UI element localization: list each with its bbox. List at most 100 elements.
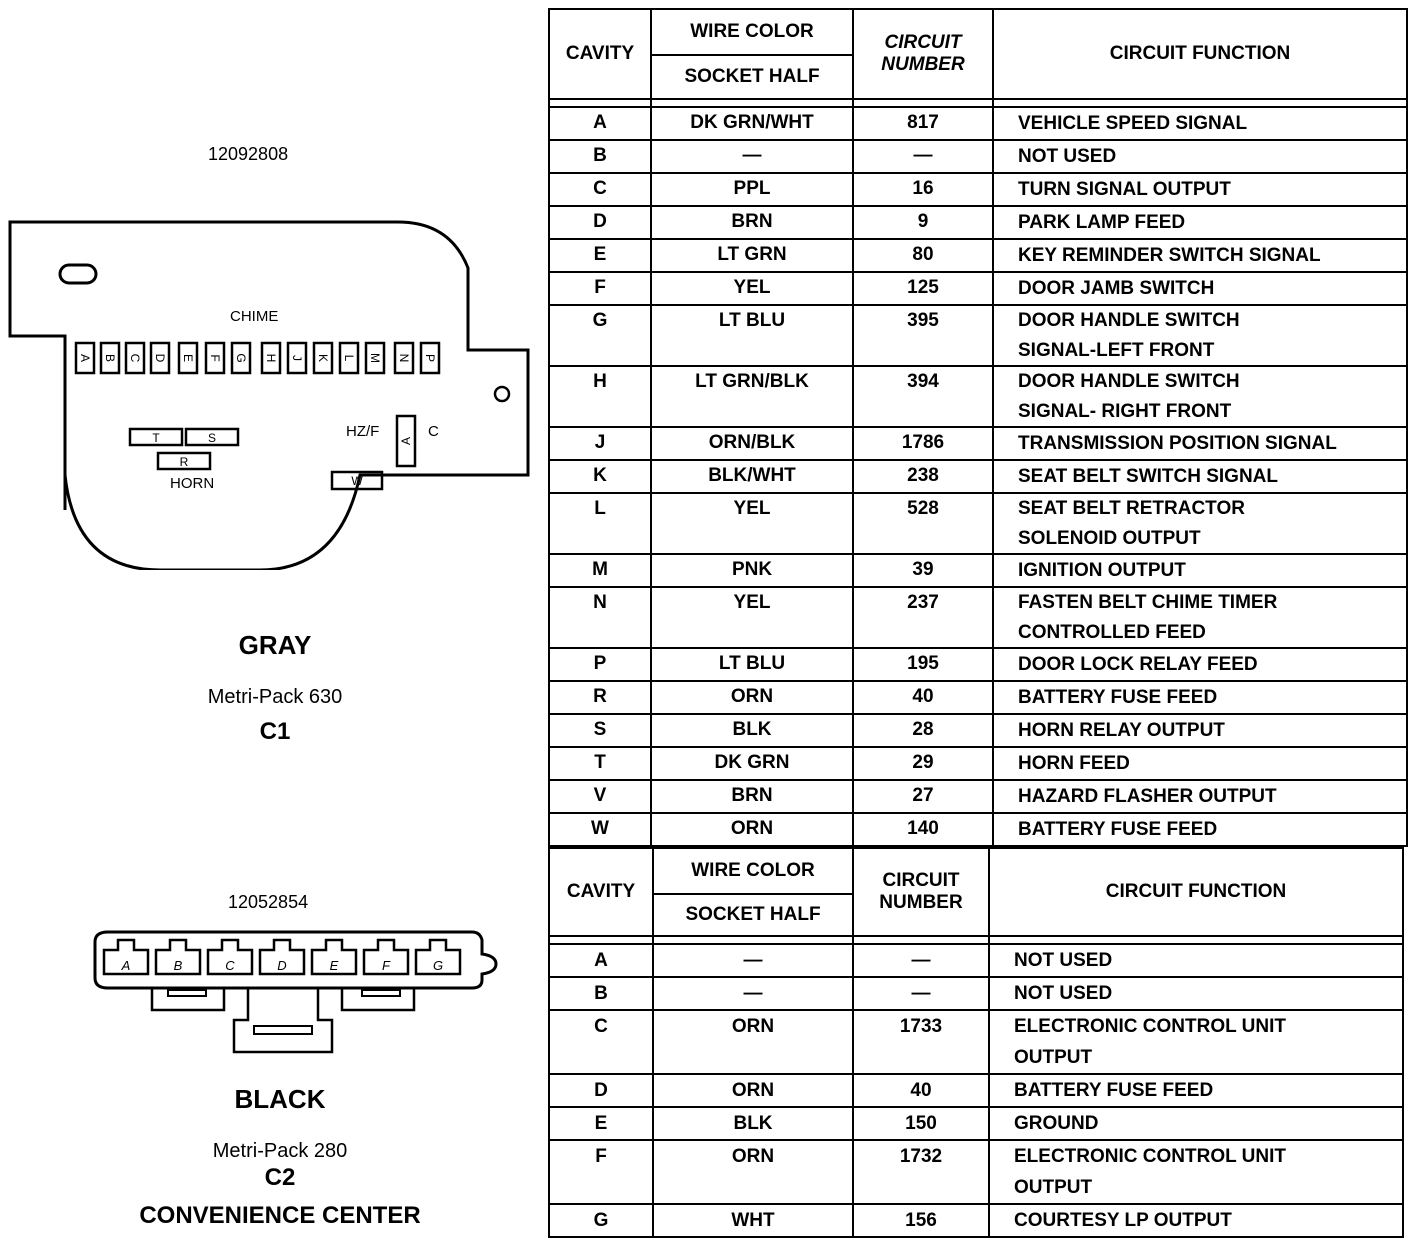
spacer-cell — [992, 98, 1408, 108]
c1-cavity-p: P — [419, 341, 441, 375]
cavity-cell: E — [548, 1106, 654, 1141]
svg-text:A: A — [78, 354, 92, 362]
spacer-cell — [652, 935, 854, 945]
wire-color-cell: — — [650, 139, 854, 174]
circuit-function-cell: NOT USED — [988, 976, 1404, 1011]
c2-cavity-b: B — [154, 938, 202, 976]
svg-text:J: J — [290, 355, 304, 361]
c1-oval-slot — [58, 263, 98, 285]
c2-cavity-a: A — [102, 938, 150, 976]
cavity-cell: W — [548, 812, 652, 847]
svg-text:B: B — [174, 958, 183, 973]
c1-cavity-e: E — [177, 341, 199, 375]
cavity-cell: D — [548, 205, 652, 240]
c1-c-label: C — [428, 423, 439, 440]
cavity-cell: L — [548, 492, 652, 555]
c2-pinout-table: CAVITY WIRE COLOR CIRCUIT NUMBER CIRCUIT… — [548, 847, 1404, 1238]
cavity-cell: F — [548, 1139, 654, 1205]
svg-text:W: W — [351, 474, 363, 488]
circuit-function-cell: IGNITION OUTPUT — [992, 553, 1408, 588]
table-row: B——NOT USED — [548, 976, 1404, 1011]
c2-metripack-label: Metri-Pack 280 — [212, 1140, 348, 1162]
wire-color-cell: LT BLU — [650, 647, 854, 682]
c2-header-circuit-number: CIRCUIT NUMBER — [852, 847, 990, 937]
wire-color-cell: ORN/BLK — [650, 426, 854, 461]
wire-color-cell: PNK — [650, 553, 854, 588]
circuit-number-cell: 39 — [852, 553, 994, 588]
c2-cavity-f: F — [362, 938, 410, 976]
wire-color-cell: ORN — [652, 1009, 854, 1075]
circuit-number-cell: 237 — [852, 586, 994, 649]
svg-text:S: S — [208, 431, 216, 445]
cavity-cell: V — [548, 779, 652, 814]
circuit-number-cell: 125 — [852, 271, 994, 306]
c1-cavity-d: D — [149, 341, 171, 375]
circuit-function-cell: VEHICLE SPEED SIGNAL — [992, 106, 1408, 141]
cavity-cell: F — [548, 271, 652, 306]
cavity-cell: G — [548, 304, 652, 367]
svg-text:E: E — [330, 958, 339, 973]
circuit-function-cell: PARK LAMP FEED — [992, 205, 1408, 240]
wire-color-cell: LT GRN/BLK — [650, 365, 854, 428]
c1-header-wire-color: WIRE COLOR — [650, 8, 854, 56]
spacer-cell — [988, 935, 1404, 945]
circuit-function-cell: HORN FEED — [992, 746, 1408, 781]
circuit-function-cell: NOT USED — [992, 139, 1408, 174]
c2-header-cavity: CAVITY — [548, 847, 654, 937]
c2-header-circuit-function: CIRCUIT FUNCTION — [988, 847, 1404, 937]
svg-text:G: G — [234, 353, 248, 362]
spacer-cell — [852, 935, 990, 945]
wire-color-cell: — — [652, 943, 854, 978]
circuit-function-cell: BATTERY FUSE FEED — [988, 1073, 1404, 1108]
circuit-number-cell: — — [852, 943, 990, 978]
c1-cavity-r: R — [156, 451, 212, 471]
c1-cavity-w: W — [330, 470, 384, 491]
c1-cavity-a-vertical: A — [395, 414, 417, 468]
wire-color-cell: ORN — [652, 1139, 854, 1205]
cavity-cell: H — [548, 365, 652, 428]
c2-cavity-c: C — [206, 938, 254, 976]
svg-text:C: C — [128, 354, 142, 363]
cavity-cell: R — [548, 680, 652, 715]
c1-color-label: GRAY — [238, 630, 312, 660]
c2-center-latch — [232, 988, 334, 1054]
wire-color-cell: ORN — [650, 680, 854, 715]
c1-chime-label: CHIME — [230, 308, 278, 325]
circuit-function-cell: HORN RELAY OUTPUT — [992, 713, 1408, 748]
cavity-cell: A — [548, 943, 654, 978]
cavity-cell: P — [548, 647, 652, 682]
circuit-function-cell: KEY REMINDER SWITCH SIGNAL — [992, 238, 1408, 273]
wire-color-cell: LT GRN — [650, 238, 854, 273]
circuit-function-cell: TRANSMISSION POSITION SIGNAL — [992, 426, 1408, 461]
wire-color-cell: WHT — [652, 1203, 854, 1238]
circuit-number-cell: 40 — [852, 680, 994, 715]
circuit-function-cell: SEAT BELT SWITCH SIGNAL — [992, 459, 1408, 494]
c1-cavity-f: F — [204, 341, 226, 375]
circuit-number-cell: — — [852, 976, 990, 1011]
wire-color-cell: PPL — [650, 172, 854, 207]
wire-color-cell: YEL — [650, 271, 854, 306]
cavity-cell: K — [548, 459, 652, 494]
circuit-function-cell: TURN SIGNAL OUTPUT — [992, 172, 1408, 207]
circuit-number-cell: 156 — [852, 1203, 990, 1238]
c1-part-number: 12092808 — [208, 144, 289, 164]
svg-text:K: K — [316, 354, 330, 362]
cavity-cell: N — [548, 586, 652, 649]
cavity-cell: E — [548, 238, 652, 273]
circuit-number-cell: 1786 — [852, 426, 994, 461]
table-row: A——NOT USED — [548, 943, 1404, 978]
